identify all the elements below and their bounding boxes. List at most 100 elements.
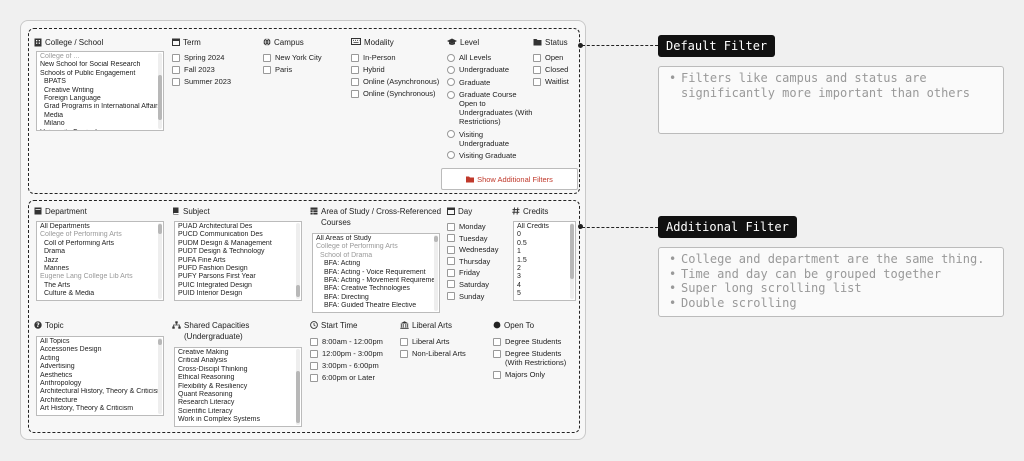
term-option[interactable]: Spring 2024 [172, 53, 257, 62]
day-option[interactable]: Friday [447, 268, 507, 277]
modality-checkbox[interactable] [351, 65, 359, 74]
open-to-checkbox[interactable] [493, 349, 501, 358]
open-to-checkbox[interactable] [493, 370, 501, 379]
topic-list-item[interactable]: Architecture [40, 396, 78, 404]
department-list-item[interactable]: Coll of Performing Arts [44, 239, 115, 247]
area-of-study-list-item[interactable]: BFA: Acting - Movement Requirement [324, 277, 436, 285]
term-option[interactable]: Summer 2023 [172, 77, 257, 86]
start-time-checkbox[interactable] [310, 337, 318, 346]
liberal-arts-checkbox[interactable] [400, 337, 408, 346]
level-option[interactable]: All Levels [447, 53, 533, 62]
status-option[interactable]: Closed [533, 65, 579, 74]
area-of-study-list-item[interactable]: School of Drama [320, 251, 373, 259]
subject-list-item[interactable]: PUID Interior Design [178, 290, 243, 298]
day-checkbox[interactable] [447, 257, 455, 266]
level-option[interactable]: Visiting Graduate [447, 151, 533, 160]
day-checkbox[interactable] [447, 245, 455, 254]
liberal-arts-option[interactable]: Liberal Arts [400, 337, 490, 346]
credits-list-item[interactable]: 5 [517, 290, 521, 298]
topic-list-item[interactable]: Advertising [40, 363, 75, 371]
college-list-item[interactable]: New School for Social Research [40, 61, 141, 69]
modality-option[interactable]: In-Person [351, 53, 441, 62]
level-radio[interactable] [447, 130, 455, 139]
shared-capacities-list-item[interactable]: Creative Making [178, 349, 229, 356]
credits-list-item[interactable]: 3 [517, 273, 521, 281]
start-time-option[interactable]: 3:00pm - 6:00pm [310, 361, 400, 370]
modality-option[interactable]: Online (Synchronous) [351, 89, 441, 98]
day-option[interactable]: Thursday [447, 257, 507, 266]
topic-list-item[interactable]: All Topics [40, 338, 70, 345]
open-to-option[interactable]: Majors Only [493, 370, 577, 379]
subject-list-item[interactable]: PUIC Integrated Design [178, 281, 252, 289]
shared-capacities-list-item[interactable]: Critical Analysis [178, 357, 228, 365]
department-scrollbar[interactable] [158, 223, 162, 299]
term-checkbox[interactable] [172, 53, 180, 62]
modality-checkbox[interactable] [351, 77, 359, 86]
credits-list-item[interactable]: 0.5 [517, 239, 527, 247]
shared-capacities-list-item[interactable]: Cross-Discipl Thinking [178, 365, 248, 373]
day-option[interactable]: Monday [447, 222, 507, 231]
start-time-option[interactable]: 6:00pm or Later [310, 373, 400, 382]
area-of-study-scrollbar[interactable] [434, 235, 438, 311]
college-listbox[interactable]: College of ...New School for Social Rese… [36, 51, 164, 131]
credits-list-item[interactable]: 1 [517, 248, 521, 256]
term-option[interactable]: Fall 2023 [172, 65, 257, 74]
topic-list-item[interactable]: Aesthetics [40, 371, 73, 379]
credits-list-item[interactable]: 1.5 [517, 256, 527, 264]
college-list-item[interactable]: Grad Programs in International Affairs [44, 103, 160, 111]
shared-capacities-list-item[interactable]: Ethical Reasoning [178, 374, 235, 382]
shared-capacities-list-item[interactable]: Quant Reasoning [178, 391, 233, 399]
level-radio[interactable] [447, 65, 455, 74]
liberal-arts-checkbox[interactable] [400, 349, 408, 358]
subject-list-item[interactable]: PUDT Design & Technology [178, 248, 265, 256]
area-of-study-list-item[interactable]: College of Performing Arts [316, 243, 398, 251]
topic-scrollbar[interactable] [158, 338, 162, 414]
campus-checkbox[interactable] [263, 53, 271, 62]
topic-list-item[interactable]: Architectural History, Theory & Criticis… [40, 388, 160, 396]
department-list-item[interactable]: The Arts [44, 281, 71, 289]
credits-list-item[interactable]: 0 [517, 231, 521, 239]
start-time-checkbox[interactable] [310, 373, 318, 382]
subject-list-item[interactable]: PUFY Parsons First Year [178, 273, 256, 281]
college-list-item[interactable]: College of ... [40, 53, 80, 60]
level-radio[interactable] [447, 151, 455, 160]
day-option[interactable]: Wednesday [447, 245, 507, 254]
open-to-option[interactable]: Degree Students (With Restrictions) [493, 349, 577, 367]
department-list-item[interactable]: Culture & Media [44, 290, 95, 298]
credits-list-item[interactable]: 4 [517, 281, 521, 289]
day-checkbox[interactable] [447, 280, 455, 289]
campus-option[interactable]: New York City [263, 53, 348, 62]
day-checkbox[interactable] [447, 234, 455, 243]
subject-scrollbar[interactable] [296, 223, 300, 299]
shared-capacities-list-item[interactable]: Research Literacy [178, 399, 235, 407]
college-list-item[interactable]: Milano [44, 120, 65, 128]
shared-capacities-list-item[interactable]: Scientific Literacy [178, 407, 233, 415]
level-radio[interactable] [447, 90, 455, 99]
status-option[interactable]: Waitlist [533, 77, 579, 86]
modality-checkbox[interactable] [351, 53, 359, 62]
shared-capacities-list-item[interactable]: Flexibility & Resiliency [178, 382, 248, 390]
modality-checkbox[interactable] [351, 89, 359, 98]
college-list-item[interactable]: Creative Writing [44, 86, 94, 94]
area-of-study-list-item[interactable]: BFA: Acting [324, 260, 361, 268]
level-option[interactable]: Graduate Course Open to Undergraduates (… [447, 90, 533, 126]
area-of-study-list-item[interactable]: BFA: Creative Technologies [324, 285, 410, 293]
level-radio[interactable] [447, 53, 455, 62]
credits-list-item[interactable]: All Credits [517, 223, 549, 230]
college-list-item[interactable]: BPATS [44, 78, 66, 86]
level-option[interactable]: Graduate [447, 78, 533, 87]
term-checkbox[interactable] [172, 65, 180, 74]
status-checkbox[interactable] [533, 77, 541, 86]
start-time-checkbox[interactable] [310, 361, 318, 370]
area-of-study-list-item[interactable]: BFA: Acting - Voice Requirement [324, 268, 426, 276]
topic-list-item[interactable]: Art History, Theory & Criticism [40, 405, 134, 413]
shared-capacities-scrollbar[interactable] [296, 349, 300, 425]
campus-checkbox[interactable] [263, 65, 271, 74]
start-time-checkbox[interactable] [310, 349, 318, 358]
department-list-item[interactable]: Drama [44, 248, 66, 256]
level-radio[interactable] [447, 78, 455, 87]
